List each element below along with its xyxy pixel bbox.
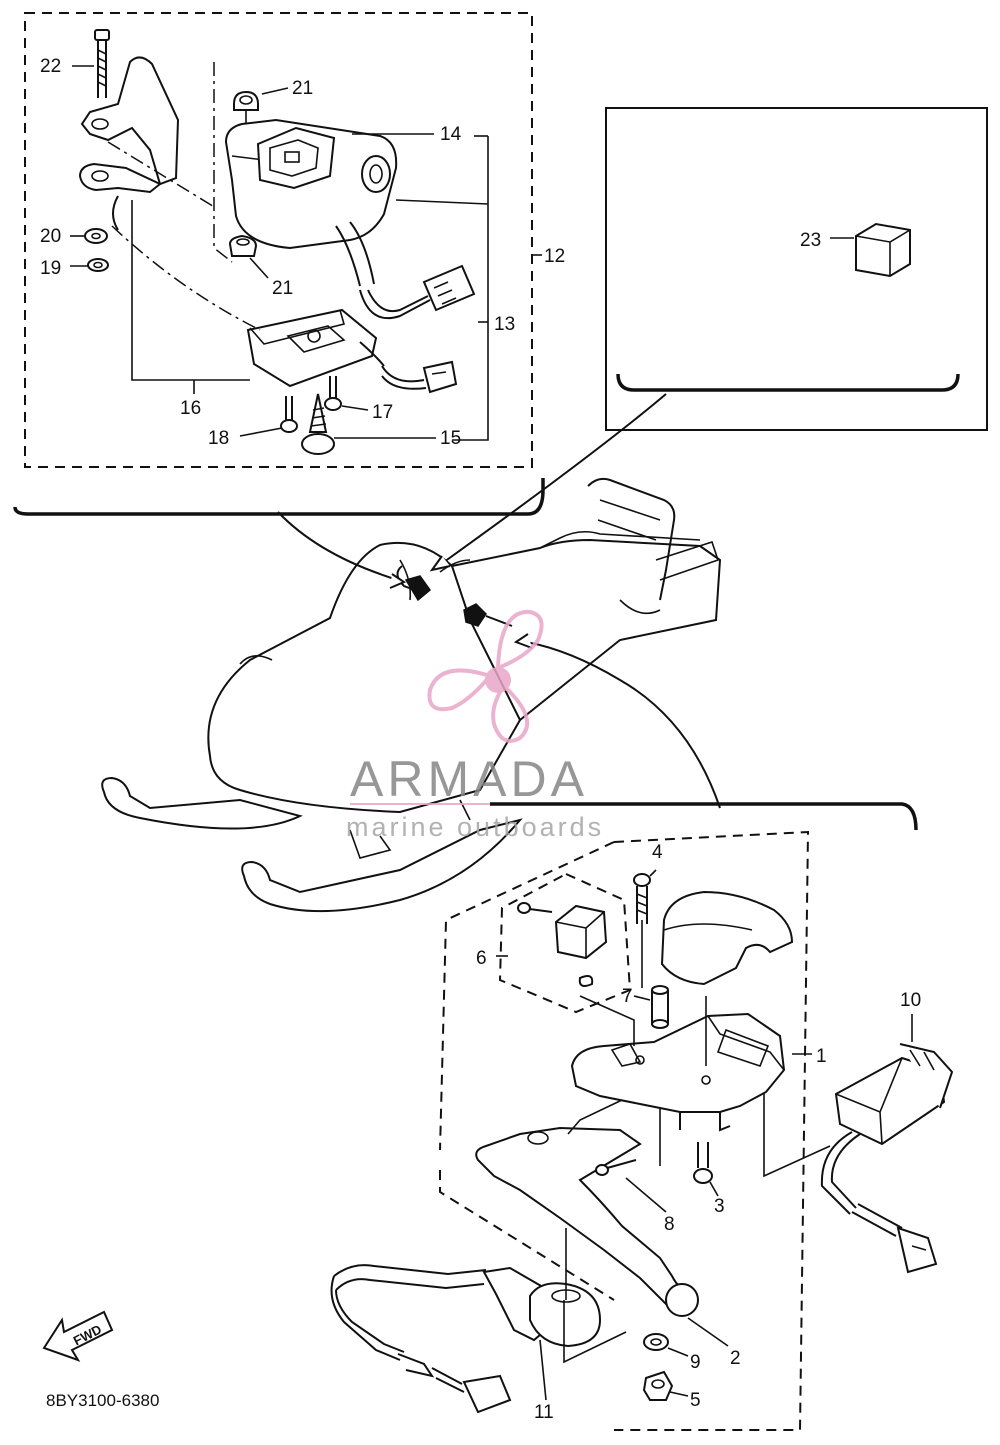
inset-bracket	[13, 478, 545, 516]
arrow-throttle	[525, 641, 721, 809]
switch-bracket	[78, 56, 180, 231]
callout-7: 7	[622, 986, 633, 1007]
callout-17: 17	[372, 402, 393, 423]
bolt-22	[94, 29, 110, 98]
callout-10: 10	[900, 990, 921, 1011]
arrow-part-23	[443, 393, 667, 563]
screw-8	[595, 1159, 637, 1176]
switch-location-marker	[404, 575, 432, 602]
callout-21-upper: 21	[292, 78, 313, 99]
set-screw-6a	[517, 902, 553, 914]
dashed-region-right	[613, 830, 810, 1431]
screw-17	[324, 376, 342, 411]
callout-11: 11	[534, 1402, 554, 1423]
leader-dashdot-left	[213, 62, 233, 263]
callout-3: 3	[714, 1196, 725, 1217]
lower-bracket	[490, 802, 918, 831]
throttle-sensor-11	[330, 1264, 602, 1378]
harness-connector-13b	[381, 360, 458, 394]
throttle-location-marker	[463, 603, 487, 627]
callout-8: 8	[664, 1214, 675, 1235]
sensor-connector-11	[431, 1367, 512, 1414]
seat-backrest	[587, 477, 676, 601]
washer-9	[643, 1333, 669, 1351]
cap-21-lower	[228, 234, 258, 257]
heater-relay-10	[834, 1043, 954, 1146]
ski-left	[101, 776, 303, 830]
screw-18	[280, 396, 298, 433]
fwd-arrow-icon: FWD	[42, 1310, 114, 1362]
callout-19: 19	[40, 258, 61, 279]
relay-harness-10	[820, 1131, 938, 1274]
switch-housing-14	[224, 118, 398, 287]
inset-part-23: 23	[605, 107, 988, 431]
inset-solid-border	[605, 107, 988, 431]
leader-bracket-12	[452, 136, 489, 441]
callout-16: 16	[180, 398, 201, 419]
watermark-brand: ARMADA	[350, 751, 588, 807]
lock-washer-19	[87, 258, 109, 272]
throttle-lever-2	[475, 1126, 699, 1317]
throttle-cover	[660, 890, 794, 986]
callout-5: 5	[690, 1390, 701, 1411]
hood	[207, 541, 522, 814]
arrow-switch	[277, 511, 399, 581]
screw-3	[693, 1142, 713, 1184]
callout-18: 18	[208, 428, 229, 449]
callout-6: 6	[476, 948, 487, 969]
callout-4: 4	[652, 842, 663, 863]
leader-dashdot-bracket	[107, 141, 217, 209]
stopper-6	[554, 904, 608, 960]
ski-right	[241, 818, 523, 913]
callout-13: 13	[494, 314, 515, 335]
callout-15: 15	[440, 428, 461, 449]
throttle-housing-1	[570, 1012, 786, 1132]
callout-2: 2	[730, 1348, 741, 1369]
snowmobile-overview	[101, 393, 722, 913]
lower-throttle-assembly: 4 6 7 1 10 8 3 2 9 5 11	[330, 802, 954, 1431]
switch-cover-16	[246, 308, 385, 388]
callout-12: 12	[544, 246, 565, 267]
callout-21-lower: 21	[272, 278, 293, 299]
inset-switch-assembly: 22 20 19 21 21 14 12 13 16 17 18 15	[13, 12, 565, 516]
nut-5	[642, 1370, 674, 1401]
callout-1: 1	[816, 1046, 827, 1067]
propeller-logo-icon	[427, 609, 544, 743]
part-23-block	[855, 222, 911, 278]
callout-9: 9	[690, 1352, 701, 1373]
leader-16	[131, 200, 250, 381]
callout-22: 22	[40, 56, 61, 77]
dashed-group-6	[498, 872, 632, 1014]
screw-4	[633, 873, 651, 924]
washer-20	[84, 228, 108, 244]
callout-14: 14	[440, 124, 462, 145]
screw-15	[301, 393, 335, 455]
cap-21-upper	[233, 90, 259, 132]
inset-dashed-border	[24, 12, 533, 468]
armada-watermark: ARMADA marine outboards	[346, 609, 648, 842]
spring-6b	[578, 975, 594, 987]
callout-23: 23	[800, 230, 821, 251]
leader-dashdot-cover	[111, 225, 261, 331]
callout-20: 20	[40, 226, 61, 247]
collar-7	[651, 985, 669, 1029]
drawing-code: 8BY3100-6380	[46, 1391, 159, 1410]
watermark-tagline: marine outboards	[346, 812, 604, 842]
harness-connector-13a	[359, 264, 476, 320]
